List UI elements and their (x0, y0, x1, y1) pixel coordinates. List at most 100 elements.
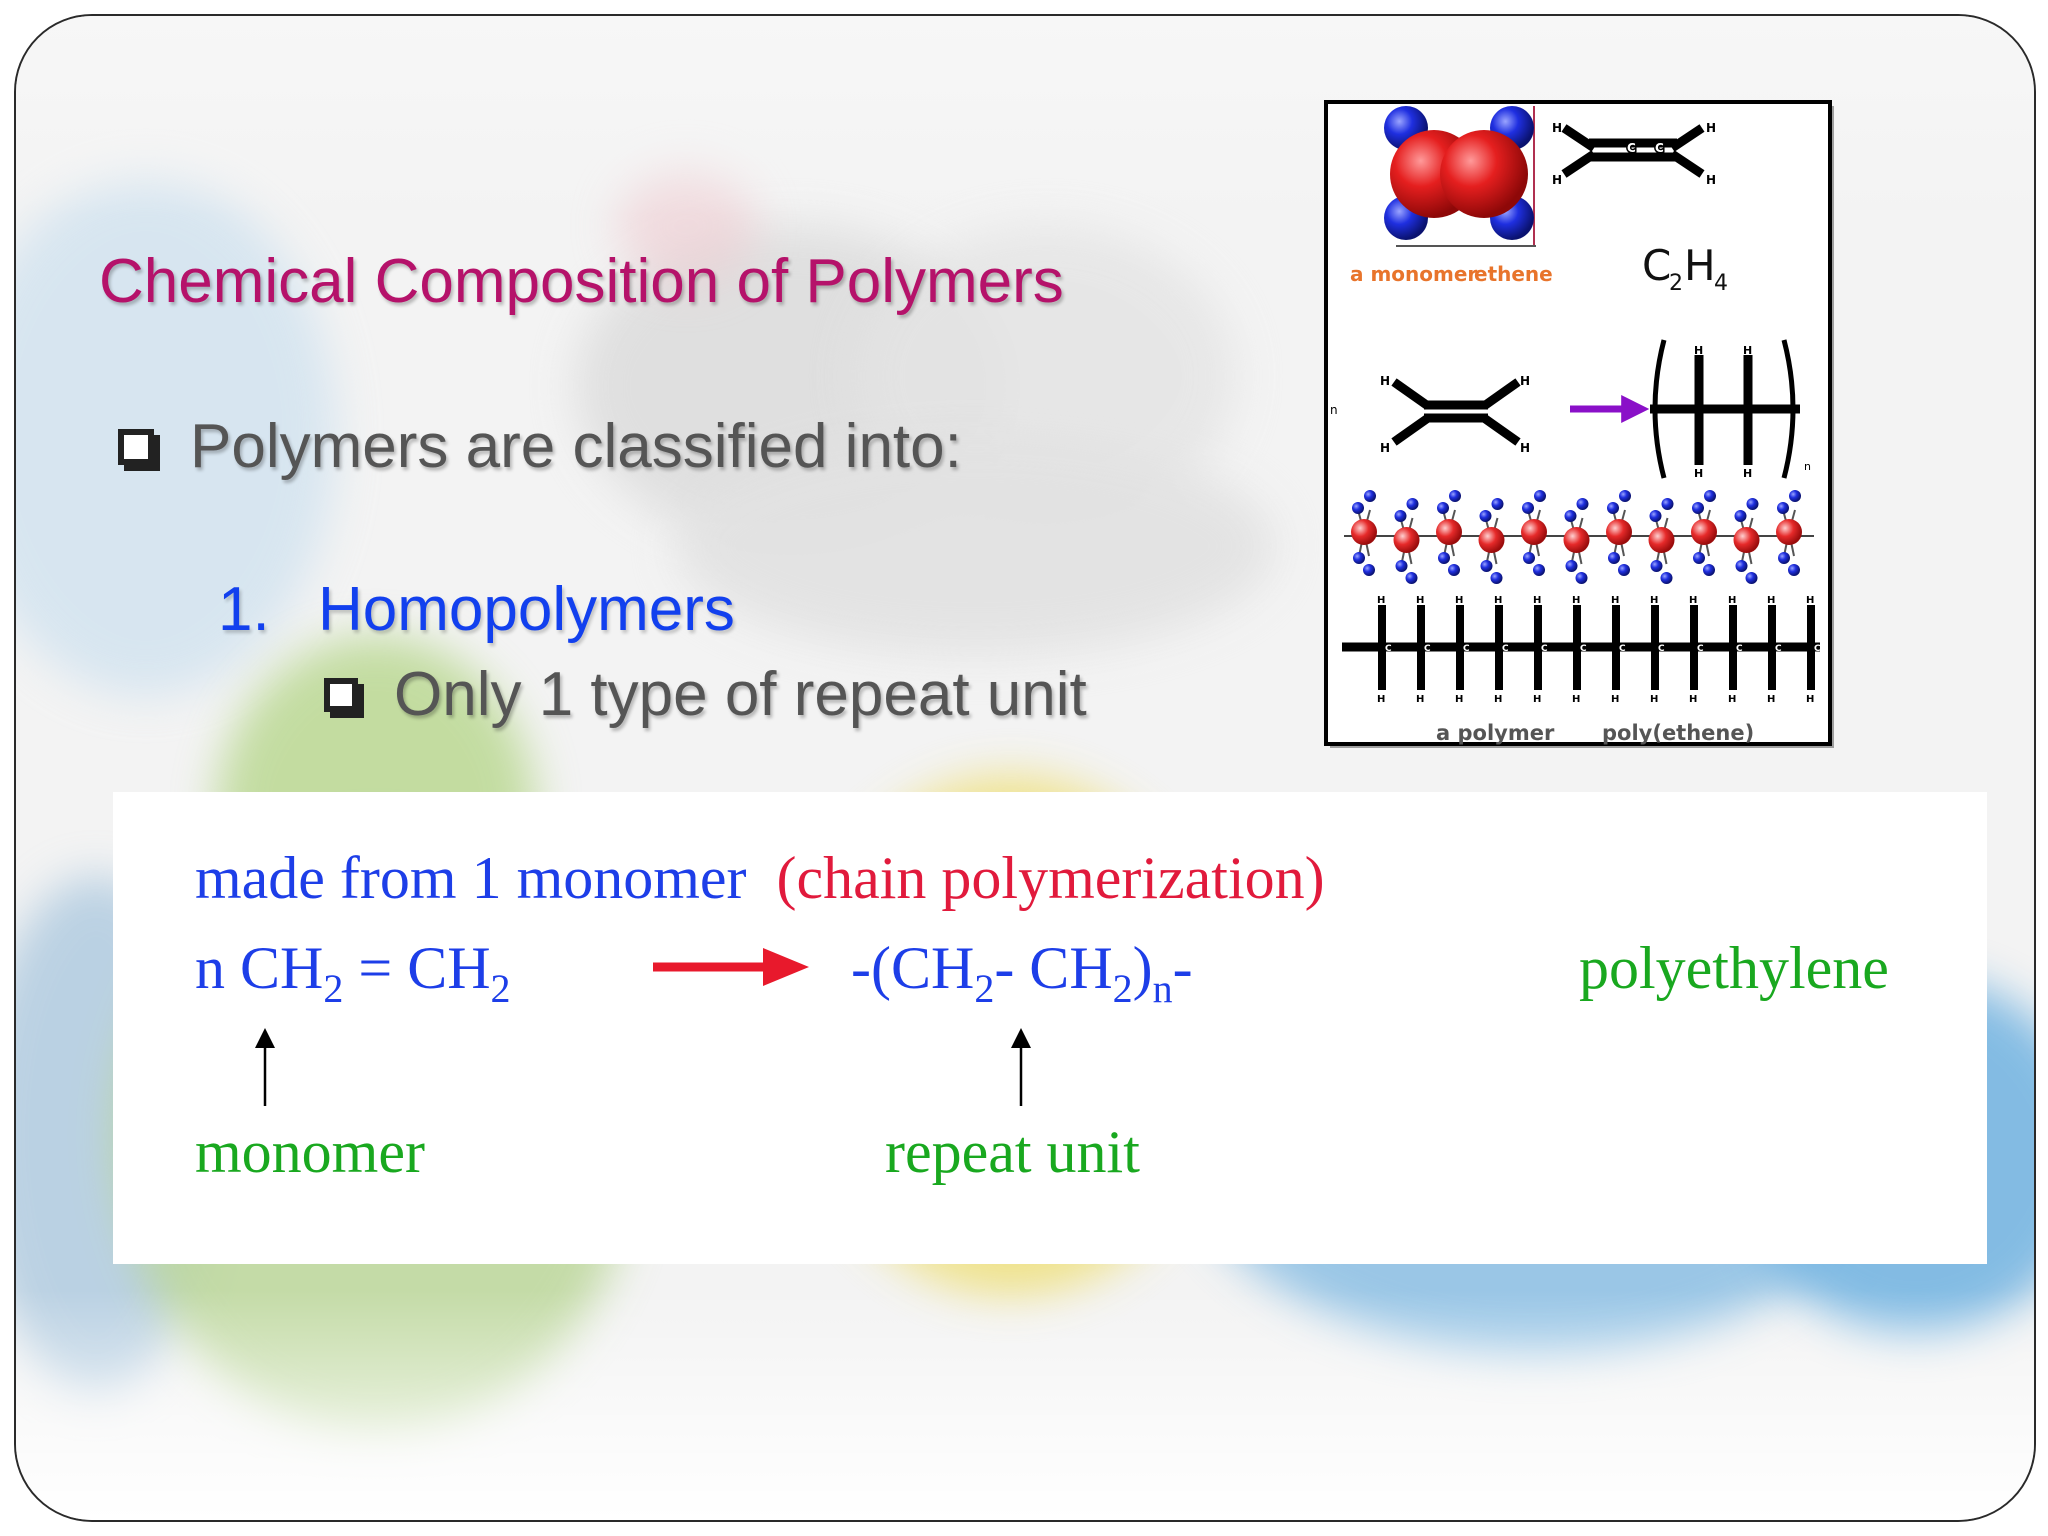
atom-label: H (1380, 441, 1390, 455)
hydrogen-atom (1575, 572, 1588, 584)
hydrogen-atom (1704, 490, 1716, 502)
atom-label: H (1728, 694, 1736, 705)
bullet-text: Polymers are classified into: (190, 412, 962, 481)
carbon-atom (1733, 527, 1760, 553)
formula-subscript: 2 (490, 966, 511, 1011)
hydrogen-atom (1448, 564, 1460, 576)
carbon-atom (1521, 519, 1547, 545)
hydrogen-atom (1449, 490, 1461, 502)
hydrogen-atom (1437, 502, 1449, 514)
label-polymer: a polymer (1436, 721, 1555, 745)
atom-label: C (1541, 644, 1548, 654)
carbon-atom (1691, 519, 1717, 545)
repeat-unit-formula: -(CH2- CH2)n- (851, 934, 1193, 1011)
atom-label: H (1455, 694, 1463, 705)
atom-label: H (1767, 694, 1775, 705)
atom-label: H (1494, 694, 1502, 705)
hydrogen-atom (1480, 560, 1493, 572)
label-polyethene: poly(ethene) (1602, 721, 1754, 745)
atom-label: H (1806, 694, 1814, 705)
monomer-label: monomer (195, 1119, 425, 1185)
atom-label: C (1736, 644, 1743, 654)
atom-label: H (1611, 595, 1619, 606)
atom-label: H (1533, 694, 1541, 705)
polyethylene-label: polyethylene (1579, 935, 1889, 1001)
carbon-atom (1478, 527, 1505, 553)
numbered-item-homopolymers: 1.Homopolymers (218, 574, 735, 645)
atom-label: H (1650, 694, 1658, 705)
atom-label: C (1619, 644, 1626, 654)
hydrogen-atom (1777, 502, 1789, 514)
item-label: Homopolymers (318, 575, 735, 644)
formula-subscript: 2 (323, 966, 344, 1011)
hydrogen-atom (1788, 564, 1800, 576)
hydrogen-atom (1395, 560, 1408, 572)
atom-label: C (1697, 644, 1704, 654)
hydrogen-atom (1523, 552, 1535, 564)
ethene-structural-formula (1561, 124, 1705, 178)
carbon-atom (1563, 527, 1590, 553)
hydrogen-atom (1364, 490, 1376, 502)
hydrogen-atom (1406, 498, 1419, 510)
formula-c: C (1642, 241, 1671, 290)
hydrogen-atom (1564, 510, 1577, 522)
formula-part: = CH (343, 935, 491, 1001)
space-filling-model (1384, 106, 1536, 247)
checkbox-bullet-icon (118, 428, 154, 465)
hydrogen-atom (1789, 490, 1801, 502)
atom-label: H (1689, 694, 1697, 705)
polymer-unit-bracket: H H H H n (1650, 339, 1811, 480)
checkbox-bullet-icon (324, 677, 358, 712)
atom-label: H (1416, 595, 1424, 606)
atom-label: H (1416, 694, 1424, 705)
chain-polymerization-text: (chain polymerization) (776, 845, 1325, 911)
formula-part: - (1172, 935, 1193, 1001)
atom-label: H (1572, 694, 1580, 705)
hydrogen-atom (1650, 560, 1663, 572)
hydrogen-atom (1405, 572, 1418, 584)
bullet-classified: Polymers are classified into: (118, 411, 962, 482)
formula-subscript: 2 (974, 966, 995, 1011)
formula-h-sub: 4 (1714, 271, 1728, 296)
hydrogen-atom (1534, 490, 1546, 502)
hydrogen-atom (1618, 564, 1630, 576)
hydrogen-atom (1353, 552, 1365, 564)
up-arrow-icon (255, 1028, 275, 1106)
atom-label: H (1706, 173, 1716, 187)
hydrogen-atom (1533, 564, 1545, 576)
carbon-atom (1648, 527, 1675, 553)
atom-label: H (1552, 173, 1562, 187)
hydrogen-atom (1363, 564, 1375, 576)
hydrogen-atom (1491, 498, 1504, 510)
carbon-atom (1436, 519, 1462, 545)
n-label: n (1804, 460, 1811, 473)
atom-label: H (1380, 374, 1390, 388)
carbon-atom (1393, 527, 1420, 553)
formula-part: -(CH (851, 935, 975, 1001)
atom-label: C (1655, 141, 1664, 155)
formula-part: n CH (195, 935, 324, 1001)
reaction-monomer (1391, 378, 1521, 446)
background-blur (676, 436, 1276, 656)
formula-subscript: 2 (1112, 966, 1133, 1011)
atom-label: H (1743, 344, 1752, 357)
ethene-polymer-figure: C C H H H H a monomer ethene C 2 H 4 n H (1324, 100, 1834, 748)
n-label: n (1330, 403, 1338, 417)
atom-label: H (1494, 595, 1502, 606)
atom-label: H (1767, 595, 1775, 606)
equation-panel: made from 1 monomer (chain polymerizatio… (113, 792, 1987, 1264)
atom-label: C (1502, 644, 1509, 654)
atom-label: C (1463, 644, 1470, 654)
hydrogen-atom (1703, 564, 1715, 576)
hydrogen-atom (1745, 572, 1758, 584)
hydrogen-atom (1734, 510, 1747, 522)
carbon-atom (1351, 519, 1377, 545)
atom-label: H (1743, 467, 1752, 480)
atom-label: C (1424, 644, 1431, 654)
atom-label: H (1694, 344, 1703, 357)
slide-title: Chemical Composition of Polymers (99, 247, 1064, 316)
up-arrow-icon (1011, 1028, 1031, 1106)
hydrogen-atom (1692, 502, 1704, 514)
background-blur (16, 176, 336, 696)
